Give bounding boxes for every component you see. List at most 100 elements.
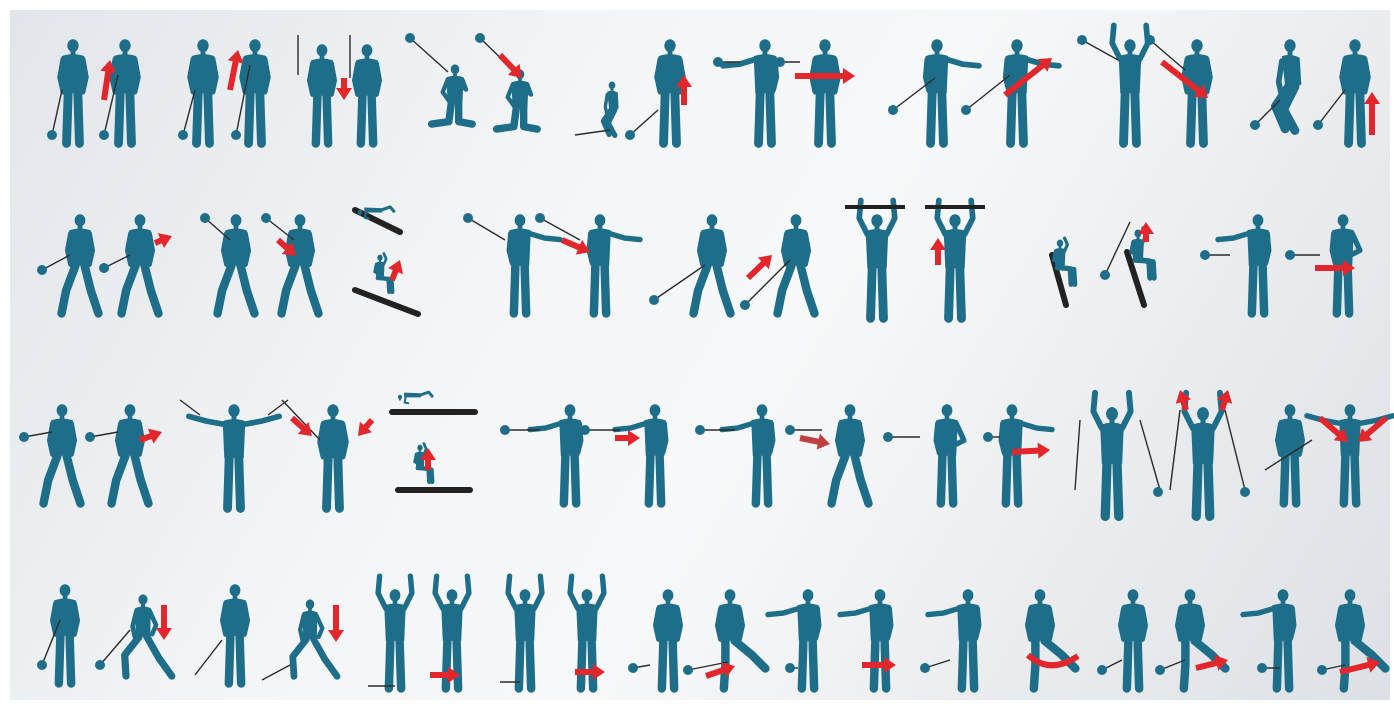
cable-pulley: [475, 33, 485, 43]
athlete-figure: [768, 589, 819, 688]
cable-pulley: [1250, 120, 1260, 130]
cable-pulley: [1257, 663, 1267, 673]
athlete-figure: [497, 69, 538, 129]
cable-pulley: [713, 57, 723, 67]
cable-line: [1318, 90, 1345, 125]
athlete-figure: [589, 214, 640, 313]
athlete-figure: [355, 44, 380, 143]
row-3: [19, 388, 1393, 517]
motion-arrow: [336, 78, 352, 100]
motion-arrow: [494, 49, 528, 83]
cable-pulley: [500, 425, 510, 435]
athlete-figure: [1275, 39, 1301, 130]
athlete-figure: [840, 589, 891, 688]
athlete-figure: [615, 404, 666, 503]
cable-pulley: [47, 130, 57, 140]
cable-pulley: [1155, 665, 1165, 675]
athlete-figure: [320, 404, 346, 508]
cable-pulley: [740, 300, 750, 310]
cable-pulley: [785, 663, 795, 673]
athlete-figure: [1121, 589, 1146, 688]
athlete-figure: [937, 200, 973, 318]
athlete-figure: [44, 404, 81, 503]
athlete-figure: [112, 404, 149, 503]
cable-pulley: [19, 432, 29, 442]
cable-line: [468, 218, 505, 240]
row-4: [37, 576, 1385, 688]
row-2: [37, 200, 1360, 318]
cable-pulley: [628, 663, 638, 673]
cable-pulley: [625, 130, 635, 140]
athlete-figure: [1112, 25, 1148, 143]
athlete-figure: [223, 584, 248, 683]
cable-pulley: [200, 213, 210, 223]
athlete-figure: [723, 39, 776, 143]
cable-pulley: [1100, 270, 1110, 280]
athlete-figure: [722, 404, 773, 503]
cable-pulley: [1097, 665, 1107, 675]
athlete-figure: [1342, 39, 1368, 143]
cable-line: [630, 110, 658, 135]
cable-line: [266, 218, 294, 240]
cable-pulley: [883, 432, 893, 442]
cable-pulley: [888, 105, 898, 115]
athlete-figure: [928, 589, 979, 688]
cable-pulley: [961, 105, 971, 115]
athlete-figure: [375, 253, 393, 291]
bench: [355, 290, 418, 314]
athlete-figure: [60, 39, 86, 143]
row-1: [47, 25, 1380, 143]
cable-pulley: [99, 263, 109, 273]
athlete-figure: [926, 39, 979, 143]
athlete-figure: [778, 214, 815, 313]
athlete-figure: [832, 404, 869, 503]
athlete-figure: [1093, 393, 1130, 517]
athlete-figure: [509, 214, 560, 313]
cable-pulley: [261, 213, 271, 223]
athlete-figure: [1184, 393, 1221, 517]
athlete-figure: [530, 404, 581, 503]
athlete-figure: [812, 39, 838, 143]
cable-pulley: [1077, 35, 1087, 45]
cable-pulley: [1313, 120, 1323, 130]
cable-pulley: [683, 665, 693, 675]
athlete-figure: [936, 404, 964, 503]
cable-line: [410, 38, 448, 72]
athlete-figure: [1178, 589, 1226, 688]
athlete-figure: [603, 82, 618, 136]
cable-pulley: [37, 265, 47, 275]
athlete-figure: [122, 214, 159, 313]
motion-arrow: [352, 415, 378, 442]
athlete-figure: [1218, 214, 1269, 313]
athlete-figure: [189, 404, 279, 508]
cable-pulley: [231, 130, 241, 140]
cable-pulley: [1317, 665, 1327, 675]
cable-pulley: [649, 295, 659, 305]
cable-pulley: [1200, 250, 1210, 260]
motion-arrow: [152, 229, 175, 251]
athlete-figure: [293, 599, 337, 676]
athlete-figure: [282, 214, 319, 313]
cable-pulley: [405, 33, 415, 43]
cable-pulley: [920, 663, 930, 673]
athlete-figure: [378, 576, 412, 688]
cable-pulley: [535, 213, 545, 223]
cable-pulley: [580, 425, 590, 435]
athlete-figure: [1243, 589, 1294, 688]
cable-pulley: [785, 425, 795, 435]
cable-pulley: [99, 130, 109, 140]
motion-arrow: [328, 605, 344, 642]
motion-arrow: [1172, 388, 1193, 413]
athlete-figure: [656, 589, 681, 688]
motion-arrow: [1364, 92, 1380, 135]
athlete-figure: [310, 44, 335, 143]
athlete-figure: [1028, 589, 1076, 688]
athlete-figure: [718, 589, 766, 688]
motion-arrow: [615, 430, 640, 446]
athlete-figure: [53, 584, 78, 683]
athlete-figure: [112, 39, 138, 143]
motion-arrow: [287, 412, 318, 442]
motion-arrow: [156, 605, 172, 640]
cable-pulley: [85, 432, 95, 442]
